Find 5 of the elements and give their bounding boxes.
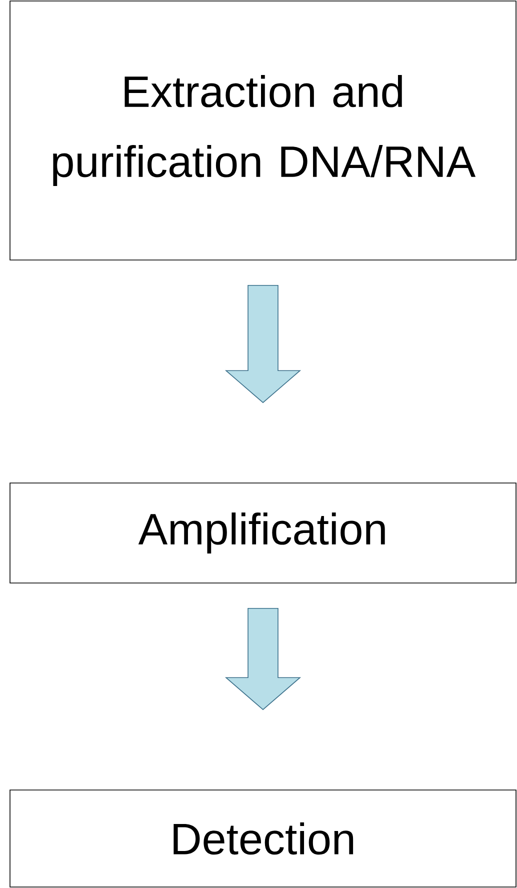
- arrow: [224, 608, 302, 710]
- process-box: Amplification: [10, 482, 516, 584]
- arrow: [224, 285, 302, 404]
- process-box: Extraction and purification DNA/RNA: [10, 0, 516, 260]
- process-box: Detection: [10, 790, 516, 888]
